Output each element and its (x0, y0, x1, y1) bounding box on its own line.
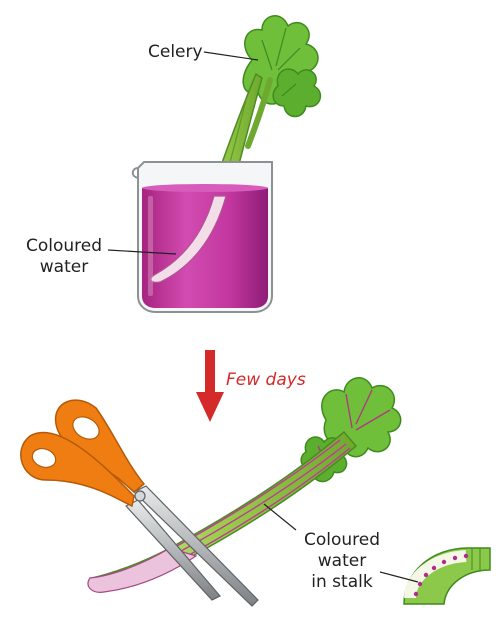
water-in-stalk-label-line1: Coloured (296, 530, 388, 551)
few-days-label: Few days (226, 370, 306, 391)
water-in-stalk-label-line2: water (296, 551, 388, 572)
coloured-water-label-line1: Coloured (22, 236, 106, 257)
water-in-stalk-label: Coloured water in stalk (296, 530, 388, 593)
water-in-stalk-label-line3: in stalk (296, 572, 388, 593)
coloured-water-label-line2: water (22, 257, 106, 278)
coloured-stalk-leader-line (264, 504, 296, 530)
coloured-water-top (142, 188, 268, 308)
stalk-cross-section (404, 548, 490, 604)
coloured-water-label: Coloured water (22, 236, 106, 278)
celery-label: Celery (148, 42, 203, 63)
down-arrow (196, 350, 224, 422)
